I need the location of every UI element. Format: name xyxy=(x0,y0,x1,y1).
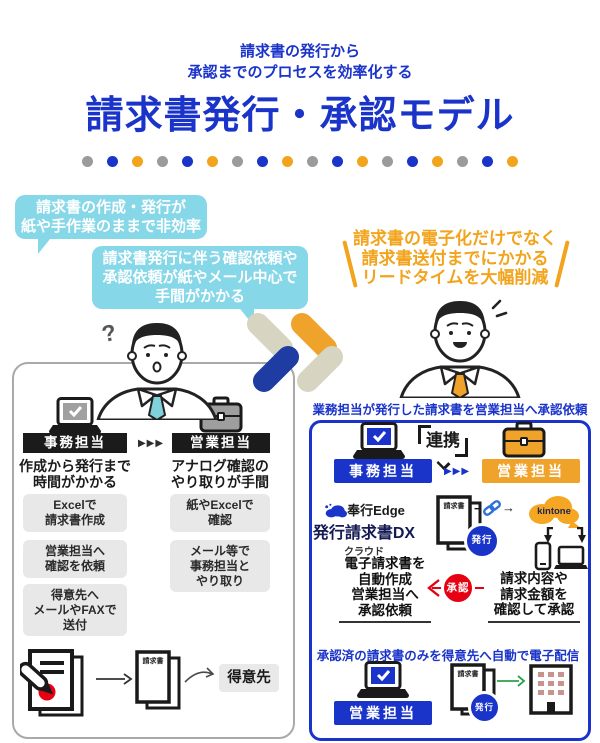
laptop-icon-gray xyxy=(49,397,101,434)
flow-heading-2: 承認済の請求書のみを得意先へ自動で電子配信 xyxy=(316,649,580,663)
stamp-document-icon xyxy=(20,649,84,717)
dot xyxy=(332,156,343,167)
small-arrow-icon: → xyxy=(502,500,515,515)
problem-bubble-1: 請求書の作成・発行が 紙や手作業のままで非効率 xyxy=(15,195,207,239)
excitement-mark-icon xyxy=(491,299,502,310)
issue-badge-1: 発行 xyxy=(464,523,500,559)
invoice-stack-icon-before: 請求書 xyxy=(135,650,181,710)
product-logo-name: 奉行Edge xyxy=(347,503,405,518)
cloud-icon xyxy=(325,503,348,518)
issue-badge-2: 発行 xyxy=(468,691,501,724)
laptop-icon-blue-1 xyxy=(353,422,405,459)
excitement-mark-icon xyxy=(495,311,508,318)
connector-arrow-left xyxy=(544,527,553,543)
laptop-small-icon xyxy=(554,545,588,569)
step-box-sales-2: メール等で 事務担当と やり取り xyxy=(170,540,270,592)
smartphone-icon xyxy=(534,541,552,571)
role-label-sales-after: 営業担当 xyxy=(482,459,580,483)
admin-action-text: 電子請求書を 自動作成 営業担当へ 承認依頼 xyxy=(344,556,426,618)
subtitle-line-2: 承認までのプロセスを効率化する xyxy=(187,64,413,81)
product-logo-line-2: 発行請求書DX xyxy=(312,525,416,542)
step-box-admin-1: Excelで 請求書作成 xyxy=(23,494,127,532)
role-label-admin-after: 事務担当 xyxy=(334,459,432,483)
dots-row xyxy=(0,156,600,167)
dot xyxy=(182,156,193,167)
invoice-doc-label: 請求書 xyxy=(458,669,479,678)
dot xyxy=(432,156,443,167)
step-box-admin-3: 得意先へ メールやFAXで 送付 xyxy=(23,584,127,636)
sales-issue-text: アナログ確認の やり取りが手間 xyxy=(171,458,269,490)
dot xyxy=(407,156,418,167)
problem-bubble-2: 請求書発行に伴う確認依頼や 承認依頼が紙やメール中心で 手間がかかる xyxy=(92,246,308,309)
briefcase-icon-orange xyxy=(502,421,546,458)
triple-arrow-icon-before: ▶▶▶ xyxy=(137,438,165,449)
approve-badge: 承認 xyxy=(441,571,475,605)
underline-sales xyxy=(488,621,580,623)
product-logo: 奉行Edge 発行請求書DX クラウド xyxy=(310,500,418,558)
customer-label: 得意先 xyxy=(219,664,279,692)
role-label-admin-before: 事務担当 xyxy=(23,433,127,453)
dot xyxy=(482,156,493,167)
step-box-sales-1: 紙やExcelで 確認 xyxy=(170,494,270,532)
kintone-cloud: kintone xyxy=(529,496,581,528)
dot xyxy=(307,156,318,167)
link-dash: − xyxy=(474,501,482,516)
page-title: 請求書発行・承認モデル xyxy=(85,95,515,137)
dot xyxy=(132,156,143,167)
laptop-icon-blue-2 xyxy=(357,661,409,698)
invoice-doc-label: 請求書 xyxy=(143,656,164,665)
product-logo-line-1: 奉行Edge xyxy=(310,500,418,519)
dot xyxy=(207,156,218,167)
dot xyxy=(382,156,393,167)
triple-arrow-icon-after: ▶▶▶ xyxy=(443,466,471,477)
dot xyxy=(107,156,118,167)
underline-admin xyxy=(339,621,431,623)
building-icon xyxy=(529,664,573,715)
subtitle-line-1: 請求書の発行から xyxy=(239,43,360,60)
green-arrow-icon xyxy=(497,675,526,687)
role-label-sales-before: 営業担当 xyxy=(172,433,270,453)
benefit-callout: 請求書の電子化だけでなく 請求書送付までにかかる リードタイムを大幅削減 xyxy=(340,229,570,288)
benefit-line-3: リードタイムを大幅削減 xyxy=(361,268,549,287)
person-after-illustration xyxy=(399,299,521,398)
dot xyxy=(157,156,168,167)
person-before-illustration xyxy=(96,323,218,420)
product-logo-line-3: クラウド xyxy=(344,547,384,558)
arrow-right-icon xyxy=(96,673,133,685)
role-label-sales-bottom: 営業担当 xyxy=(334,701,432,725)
step-box-admin-2: 営業担当へ 確認を依頼 xyxy=(23,540,127,578)
dot xyxy=(257,156,268,167)
bubble-tail-1 xyxy=(38,234,54,254)
connector-arrow-right xyxy=(577,527,586,543)
benefit-line-2: 請求書送付までにかかる xyxy=(361,248,549,268)
dot xyxy=(357,156,368,167)
benefit-line-1: 請求書の電子化だけでなく xyxy=(353,229,557,248)
kintone-label: kintone xyxy=(537,506,571,517)
flow-heading-1: 業務担当が発行した請求書を営業担当へ承認依頼 xyxy=(312,403,588,417)
admin-issue-text: 作成から発行まで 時間がかかる xyxy=(19,458,131,490)
link-icon xyxy=(483,500,501,516)
dot xyxy=(457,156,468,167)
dot xyxy=(507,156,518,167)
dot xyxy=(282,156,293,167)
renkei-label: 連携 xyxy=(418,425,468,457)
dot xyxy=(232,156,243,167)
dot xyxy=(82,156,93,167)
invoice-doc-label: 請求書 xyxy=(444,501,465,510)
sales-action-text: 請求内容や 請求金額を 確認して承認 xyxy=(493,571,575,617)
curved-arrow-icon xyxy=(184,667,215,683)
